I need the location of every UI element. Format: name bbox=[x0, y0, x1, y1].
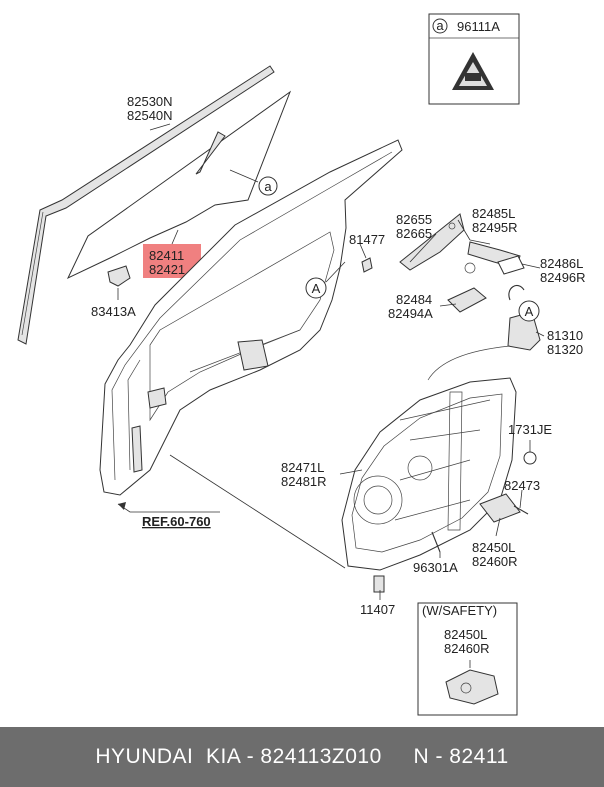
label-1731JE: 1731JE bbox=[508, 422, 552, 437]
callout-a-text: a bbox=[436, 18, 444, 33]
svg-text:A: A bbox=[312, 281, 321, 296]
screw-82473[interactable] bbox=[513, 505, 529, 515]
bolt-81477[interactable] bbox=[361, 257, 373, 273]
parts-diagram: a 96111A bbox=[17, 13, 586, 716]
bracket-82486L[interactable] bbox=[497, 255, 525, 275]
label-96301A: 96301A bbox=[413, 560, 458, 575]
callout-A-left: A bbox=[305, 277, 327, 299]
label-82484: 82484 bbox=[396, 292, 432, 307]
diagram-canvas: a 96111A bbox=[17, 13, 586, 716]
label-82450L: 82450L bbox=[472, 540, 515, 555]
door-latch-81310[interactable] bbox=[427, 285, 541, 381]
label-81310: 81310 bbox=[547, 328, 583, 343]
label-82421[interactable]: 82421 bbox=[149, 262, 185, 277]
motor-82450L[interactable] bbox=[479, 493, 521, 523]
label-82471L: 82471L bbox=[281, 460, 324, 475]
callout-A-right: A bbox=[518, 300, 540, 322]
door-shell[interactable] bbox=[99, 139, 403, 496]
glass-clip-83413A[interactable] bbox=[107, 265, 131, 287]
label-11407: 11407 bbox=[360, 602, 395, 617]
safety-label-82460R: 82460R bbox=[444, 641, 490, 656]
glass-run-channel[interactable] bbox=[17, 65, 275, 345]
svg-text:a: a bbox=[264, 179, 272, 194]
ref-arrow bbox=[117, 502, 220, 513]
door-glass[interactable] bbox=[66, 90, 292, 280]
label-82665: 82665 bbox=[396, 226, 432, 241]
label-82530N: 82530N bbox=[127, 94, 173, 109]
ring-1731JE[interactable] bbox=[523, 451, 537, 465]
label-82540N: 82540N bbox=[127, 108, 173, 123]
safety-label-82450L: 82450L bbox=[444, 627, 487, 642]
window-regulator-panel[interactable] bbox=[341, 377, 517, 571]
footer-text: HYUNDAI KIA - 824113Z010 N - 82411 bbox=[95, 745, 509, 768]
bolt-11407[interactable] bbox=[373, 575, 385, 593]
label-82655: 82655 bbox=[396, 212, 432, 227]
label-82473: 82473 bbox=[504, 478, 540, 493]
callout-a-glass: a bbox=[258, 176, 278, 196]
part-number-footer: HYUNDAI KIA - 824113Z010 N - 82411 bbox=[0, 727, 604, 787]
svg-text:A: A bbox=[525, 304, 534, 319]
label-82481R: 82481R bbox=[281, 474, 327, 489]
bolt-96301A[interactable] bbox=[431, 531, 441, 553]
handle-base-82484[interactable] bbox=[447, 287, 487, 313]
label-81477: 81477 bbox=[349, 232, 385, 247]
callout-a-circle bbox=[432, 18, 448, 34]
label-82411[interactable]: 82411 bbox=[149, 248, 184, 263]
label-82495R: 82495R bbox=[472, 220, 518, 235]
label-82494A: 82494A bbox=[388, 306, 433, 321]
safety-motor-icon bbox=[445, 669, 499, 705]
symbol-96111A-label: 96111A bbox=[457, 19, 500, 34]
label-81320: 81320 bbox=[547, 342, 583, 357]
label-82485L: 82485L bbox=[472, 206, 515, 221]
label-82460R: 82460R bbox=[472, 554, 518, 569]
safety-title: (W/SAFETY) bbox=[422, 603, 497, 618]
label-82496R: 82496R bbox=[540, 270, 586, 285]
symbol-96111A-box[interactable]: a 96111A bbox=[428, 13, 520, 105]
label-83413A: 83413A bbox=[91, 304, 136, 319]
safety-motor-box[interactable]: (W/SAFETY) 82450L 82460R bbox=[417, 602, 518, 716]
ref-label[interactable]: REF.60-760 bbox=[142, 514, 211, 529]
label-82486L: 82486L bbox=[540, 256, 583, 271]
